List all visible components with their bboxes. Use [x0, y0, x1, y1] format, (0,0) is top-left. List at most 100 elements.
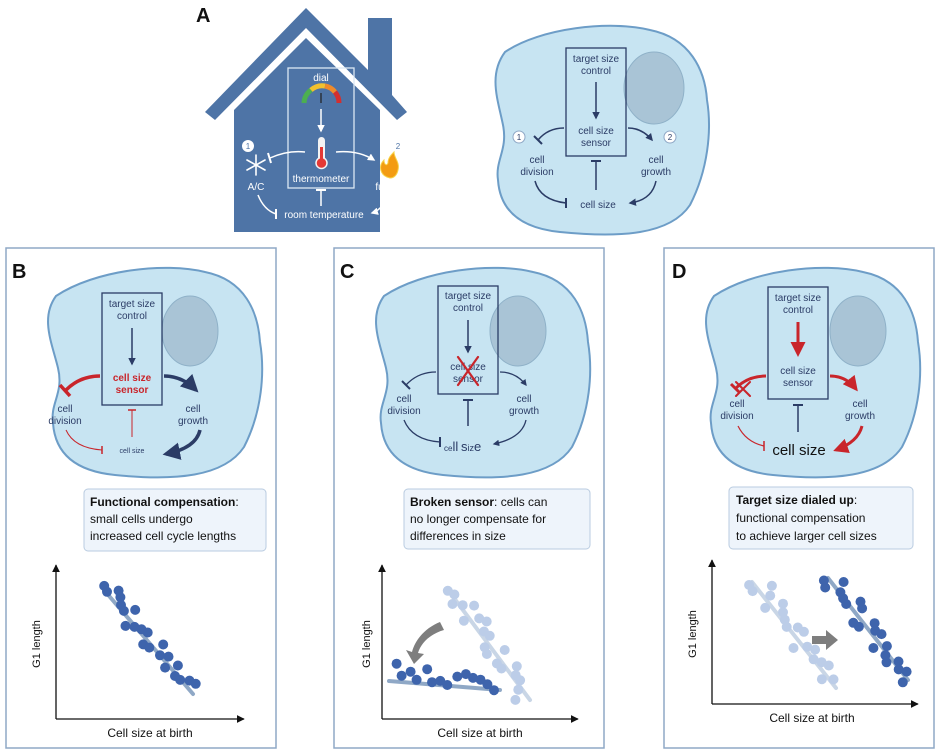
scatter-dot: [766, 580, 777, 591]
panel-d-cell: target size control cell size sensor cel…: [705, 266, 922, 479]
scatter-dot: [102, 586, 112, 597]
division-x-icon: [735, 381, 751, 397]
scatter-dot: [857, 603, 868, 614]
sensor-label-1: cell size: [113, 373, 152, 384]
division-label-2: division: [720, 411, 753, 422]
scatter-dot: [405, 666, 416, 677]
thermometer-inhibits-ac-line: [269, 150, 306, 159]
panel-b: B target size control cell size sensor c…: [5, 247, 277, 749]
scatter-dot: [447, 599, 458, 609]
sensor-label-1: cell size: [780, 366, 816, 377]
division-label-1: cell: [529, 155, 544, 166]
scatter-dot: [484, 630, 495, 641]
furnace-label: furnace: [375, 182, 409, 193]
callout-bold: Functional compensation: [90, 495, 235, 509]
scatter-dot: [155, 650, 165, 661]
scatter-dot: [457, 600, 468, 611]
shift-arrow: [406, 622, 444, 664]
scatter-dot: [798, 626, 809, 637]
scatter-dots: [818, 575, 912, 688]
scatter-dot: [158, 639, 169, 650]
panel-b-callout: Functional compensation: small cells und…: [83, 488, 267, 552]
house-marker-1: [242, 140, 254, 152]
x-axis-label: Cell size at birth: [769, 711, 854, 725]
division-label-1: cell: [729, 399, 744, 410]
callout-rest: :: [235, 495, 238, 509]
callout-line-2: small cells undergo: [90, 512, 193, 526]
snowflake-icon: [246, 154, 266, 176]
panel-c-callout: Broken sensor: cells can no longer compe…: [403, 488, 591, 550]
sensor-label-1: cell size: [578, 126, 614, 137]
panel-c-plot: G1 length Cell size at birth: [361, 564, 579, 740]
scatter-dot: [841, 599, 852, 609]
growth-label-2: growth: [178, 416, 208, 427]
scatter-dot: [876, 629, 887, 640]
scatter-dot: [142, 627, 153, 638]
target-label-1: target size: [445, 291, 492, 302]
scatter-dot: [427, 677, 437, 688]
panel-a: A dial thermometer 1 2: [196, 5, 710, 236]
sensor-to-growth-arrow: [499, 371, 527, 387]
growth-to-cellsize-arrow: [833, 425, 864, 453]
panel-c-cell: target size control cell size sensor cel…: [375, 266, 592, 479]
sensor-inhibits-division: [734, 374, 767, 390]
division-inhibit-bar: [533, 135, 543, 145]
callout-box: [728, 486, 914, 550]
cellsize-part-4: iz: [468, 443, 475, 453]
ac-inhibit-bar: [267, 152, 272, 164]
scatter-dot: [144, 642, 155, 653]
panel-b-letter: B: [12, 261, 26, 283]
growth-label-1: cell: [648, 155, 663, 166]
callout-line-3: increased cell cycle lengths: [90, 529, 236, 543]
sensor-label-1: cell size: [450, 362, 486, 373]
scatter-dot: [510, 694, 521, 705]
sensor-inhibits-division: [537, 127, 565, 141]
scatter-dot: [172, 660, 183, 671]
scatter-dot: [816, 674, 827, 685]
panel-b-frame: [5, 247, 277, 749]
target-label-2: control: [581, 66, 611, 77]
sensor-box: [565, 47, 627, 157]
shift-arrow: [812, 630, 838, 650]
target-label-2: control: [453, 303, 483, 314]
sensor-box: [437, 285, 499, 395]
scatter-dot: [881, 641, 892, 652]
cell-nucleus: [623, 51, 685, 125]
scatter-dot: [838, 577, 849, 587]
scatter-dot: [496, 663, 507, 674]
sensor-inhibits-division: [64, 374, 101, 392]
house-marker-2-label: 2: [396, 142, 401, 151]
cellsize-label: cell size: [444, 439, 481, 454]
scatter-dot: [788, 643, 799, 653]
sensor-box: [101, 292, 163, 406]
cellsize-label: cell size: [772, 442, 825, 459]
callout-bold: Broken sensor: [410, 495, 494, 509]
thermometer-label: thermometer: [293, 174, 350, 185]
ac-label: A/C: [248, 182, 265, 193]
callout-line-3: to achieve larger cell sizes: [736, 529, 877, 543]
division-inhibit-bar: [729, 382, 742, 395]
room-temperature-label: room temperature: [284, 210, 364, 221]
dial-gauge-red: [332, 90, 342, 104]
division-label-2: division: [387, 406, 420, 417]
scatter-dot: [868, 643, 879, 653]
scatter-dot: [163, 651, 174, 662]
thermometer-to-furnace-arrow: [335, 150, 376, 161]
cellsize-label: cell size: [120, 448, 145, 455]
scatter-dot: [481, 616, 492, 627]
sensor-box: [767, 286, 829, 400]
target-label-1: target size: [775, 293, 822, 304]
scatter-dots: [99, 580, 201, 689]
callout-line-1: Target size dialed up:: [736, 493, 857, 507]
scatter-dot: [115, 592, 126, 603]
callout-line-1: Functional compensation:: [90, 495, 239, 509]
cellsize-part-5: e: [474, 439, 481, 454]
house-marker-2: [392, 140, 404, 152]
cell-nucleus: [489, 295, 547, 367]
scatter-dot: [781, 621, 792, 632]
growth-label-1: cell: [852, 399, 867, 410]
cell-membrane: [47, 266, 264, 479]
scatter-dot: [482, 679, 493, 690]
scatter-dot: [893, 656, 904, 667]
